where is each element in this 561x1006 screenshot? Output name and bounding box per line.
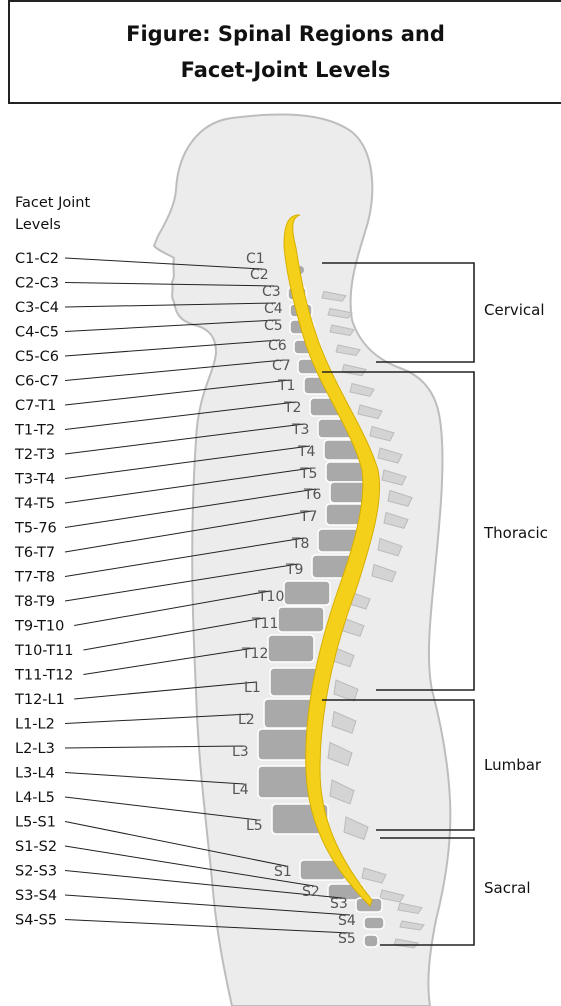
facet-level-T7-T8: T7-T8 bbox=[14, 570, 55, 586]
vertebra-label-T10: T10 bbox=[257, 589, 284, 605]
region-label-Sacral: Sacral bbox=[484, 879, 531, 897]
vertebra-label-C7: C7 bbox=[272, 358, 291, 374]
vertebra-label-T4: T4 bbox=[297, 444, 316, 460]
vertebral-body-L3 bbox=[258, 729, 312, 760]
vertebra-label-C5: C5 bbox=[264, 318, 283, 334]
facet-level-C3-C4: C3-C4 bbox=[15, 300, 59, 316]
vertebra-label-S1: S1 bbox=[274, 864, 292, 880]
facet-level-T1-T2: T1-T2 bbox=[14, 423, 55, 439]
vertebra-label-L1: L1 bbox=[244, 680, 261, 696]
facet-level-L1-L2: L1-L2 bbox=[15, 717, 55, 733]
region-label-Lumbar: Lumbar bbox=[484, 756, 542, 774]
facet-level-C7-T1: C7-T1 bbox=[15, 398, 56, 414]
vertebra-label-S3: S3 bbox=[330, 896, 348, 912]
facet-level-T3-T4: T3-T4 bbox=[14, 472, 55, 488]
facet-level-T10-T11: T10-T11 bbox=[14, 643, 74, 659]
facet-level-C2-C3: C2-C3 bbox=[15, 276, 59, 292]
vertebral-body-S5 bbox=[364, 935, 378, 947]
vertebral-body-T11 bbox=[278, 607, 324, 632]
vertebra-label-T1: T1 bbox=[277, 378, 295, 394]
vertebra-label-C2: C2 bbox=[250, 267, 269, 283]
vertebra-label-C3: C3 bbox=[262, 284, 281, 300]
vertebra-label-T7: T7 bbox=[299, 509, 317, 525]
facet-level-L2-L3: L2-L3 bbox=[15, 741, 55, 757]
vertebra-label-C1: C1 bbox=[246, 251, 265, 267]
facet-level-S3-S4: S3-S4 bbox=[15, 888, 57, 904]
facet-level-C5-C6: C5-C6 bbox=[15, 349, 59, 365]
facet-level-T8-T9: T8-T9 bbox=[14, 594, 55, 610]
facet-level-L4-L5: L4-L5 bbox=[15, 790, 55, 806]
vertebra-label-L3: L3 bbox=[232, 744, 249, 760]
vertebral-body-T10 bbox=[284, 581, 330, 605]
facet-level-C1-C2: C1-C2 bbox=[15, 251, 59, 267]
facet-level-S1-S2: S1-S2 bbox=[15, 839, 57, 855]
vertebra-label-T3: T3 bbox=[291, 422, 309, 438]
facet-header-line-2: Levels bbox=[15, 217, 61, 233]
vertebra-label-S5: S5 bbox=[338, 931, 356, 947]
vertebra-label-T5: T5 bbox=[299, 466, 317, 482]
vertebra-label-C6: C6 bbox=[268, 338, 287, 354]
facet-level-T12-L1: T12-L1 bbox=[14, 692, 65, 708]
vertebra-label-T2: T2 bbox=[283, 400, 301, 416]
vertebra-label-S2: S2 bbox=[302, 884, 320, 900]
vertebral-body-T12 bbox=[268, 635, 314, 662]
vertebra-label-T12: T12 bbox=[241, 646, 268, 662]
vertebra-label-L4: L4 bbox=[232, 782, 249, 798]
vertebra-label-T11: T11 bbox=[251, 616, 278, 632]
vertebra-label-T8: T8 bbox=[291, 536, 309, 552]
vertebral-body-T5 bbox=[326, 462, 366, 482]
facet-level-S2-S3: S2-S3 bbox=[15, 864, 57, 880]
facet-level-C4-C5: C4-C5 bbox=[15, 325, 59, 341]
region-label-Cervical: Cervical bbox=[484, 301, 545, 319]
vertebra-label-T9: T9 bbox=[285, 562, 303, 578]
facet-level-T9-T10: T9-T10 bbox=[14, 619, 64, 635]
vertebral-body-S4 bbox=[364, 917, 384, 929]
facet-level-S4-S5: S4-S5 bbox=[15, 913, 57, 929]
facet-level-T6-T7: T6-T7 bbox=[14, 545, 55, 561]
facet-level-C6-C7: C6-C7 bbox=[15, 374, 59, 390]
facet-level-T5-76: T5-76 bbox=[14, 521, 57, 537]
vertebra-label-L2: L2 bbox=[238, 712, 255, 728]
vertebra-label-L5: L5 bbox=[246, 818, 263, 834]
vertebra-label-S4: S4 bbox=[338, 913, 356, 929]
facet-level-L3-L4: L3-L4 bbox=[15, 766, 55, 782]
vertebra-label-C4: C4 bbox=[264, 301, 283, 317]
facet-level-L5-S1: L5-S1 bbox=[15, 815, 56, 831]
facet-level-T11-T12: T11-T12 bbox=[14, 668, 74, 684]
vertebra-label-T6: T6 bbox=[303, 487, 322, 503]
facet-level-T2-T3: T2-T3 bbox=[14, 447, 55, 463]
facet-header-line-1: Facet Joint bbox=[15, 195, 90, 211]
vertebral-body-L1 bbox=[270, 668, 318, 696]
facet-level-T4-T5: T4-T5 bbox=[14, 496, 55, 512]
region-label-Thoracic: Thoracic bbox=[483, 524, 548, 542]
